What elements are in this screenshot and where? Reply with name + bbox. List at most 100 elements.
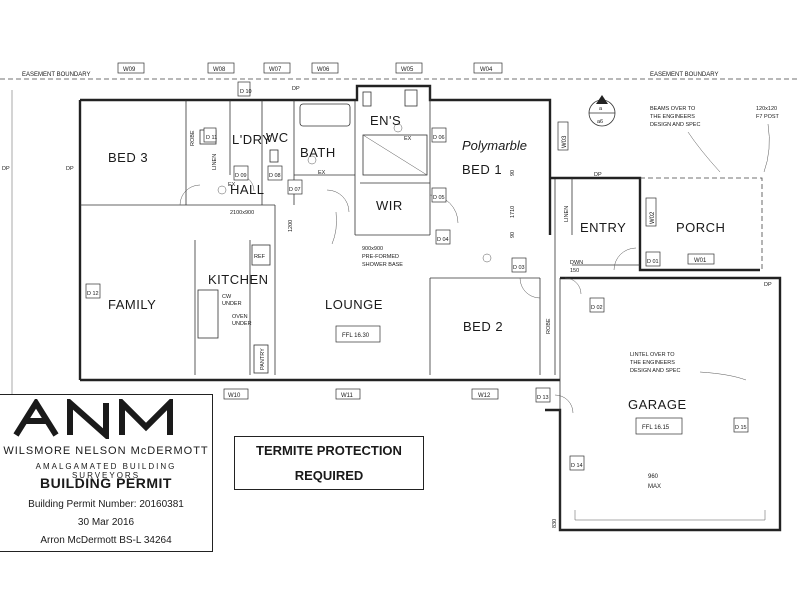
svg-text:2100x900: 2100x900 — [230, 210, 254, 216]
permit-title: BUILDING PERMIT — [40, 475, 172, 491]
firm-subtitle: AMALGAMATED BUILDING SURVEYORS — [35, 462, 177, 480]
svg-text:CW: CW — [222, 294, 232, 300]
room-label-bed2: BED 2 — [463, 319, 503, 334]
svg-text:ROBE: ROBE — [546, 318, 552, 334]
termite-notice: TERMITE PROTECTION REQUIRED — [234, 436, 424, 490]
svg-text:PANTRY: PANTRY — [260, 348, 266, 370]
door-tag: D 04 — [437, 237, 449, 243]
svg-text:EX: EX — [228, 182, 236, 188]
door-tag: D 09 — [235, 173, 247, 179]
annotations: DP DP DP DP DP 2100x900 1200 1710 90 90 … — [2, 86, 780, 528]
room-label-laundry: L'DRY — [232, 132, 271, 147]
door-tag: D 12 — [87, 291, 99, 297]
window-tag: W06 — [317, 67, 330, 73]
door-tag: D 13 — [537, 395, 549, 401]
door-tag: D 14 — [571, 463, 583, 469]
door-swings — [179, 174, 637, 414]
svg-text:LINTEL OVER TO: LINTEL OVER TO — [630, 352, 675, 358]
door-tag: D 03 — [513, 265, 525, 271]
svg-text:BEAMS OVER TO: BEAMS OVER TO — [650, 106, 696, 112]
svg-text:LINEN: LINEN — [212, 154, 218, 170]
room-labels: BED 3 L'DRY WC BATH EN'S BED 1 Polymarbl… — [108, 113, 725, 412]
svg-text:830: 830 — [552, 519, 558, 528]
door-tag: D 02 — [591, 305, 603, 311]
svg-text:LINEN: LINEN — [564, 206, 570, 222]
room-label-bed1: BED 1 — [462, 162, 502, 177]
svg-text:DP: DP — [764, 282, 772, 288]
door-tag: D 11 — [206, 135, 217, 141]
svg-text:DWN: DWN — [570, 260, 583, 266]
svg-text:900x900: 900x900 — [362, 246, 383, 252]
svg-text:a: a — [599, 106, 603, 112]
svg-text:DP: DP — [66, 166, 74, 172]
easement-label-right: EASEMENT BOUNDARY — [650, 72, 718, 78]
svg-text:DP: DP — [2, 166, 10, 172]
svg-text:EX: EX — [404, 136, 412, 142]
svg-text:1200: 1200 — [288, 220, 294, 232]
window-tag: W01 — [694, 258, 707, 264]
ffl-lounge: FFL 16.30 — [342, 333, 370, 339]
door-tags: D 10 D 11 D 09 D 08 D 07 D 06 D 05 D 04 … — [85, 81, 749, 471]
window-tag: W03 — [562, 135, 568, 148]
window-tags-side: W03 W02 W01 W10 W11 W12 — [223, 121, 715, 400]
svg-text:DESIGN AND SPEC: DESIGN AND SPEC — [650, 122, 700, 128]
window-tag: W02 — [650, 211, 656, 224]
svg-text:960: 960 — [648, 474, 659, 480]
window-tag: W07 — [269, 67, 282, 73]
svg-text:REF: REF — [254, 254, 266, 260]
svg-text:THE ENGINEERS: THE ENGINEERS — [650, 114, 695, 120]
svg-text:a6: a6 — [597, 119, 603, 125]
window-tag: W12 — [478, 393, 491, 399]
room-label-garage: GARAGE — [628, 397, 687, 412]
svg-text:THE ENGINEERS: THE ENGINEERS — [630, 360, 675, 366]
svg-text:DP: DP — [594, 172, 602, 178]
permit-signatory: Arron McDermott BS-L 34264 — [40, 535, 172, 546]
termite-notice-line1: TERMITE PROTECTION — [256, 443, 402, 458]
window-tag: W11 — [341, 393, 354, 399]
permit-number: Building Permit Number: 20160381 — [28, 499, 184, 510]
ffl-garage: FFL 16.15 — [642, 425, 670, 431]
door-tag: D 15 — [735, 425, 747, 431]
window-tag: W04 — [480, 67, 493, 73]
svg-text:150: 150 — [570, 268, 579, 274]
fixtures — [197, 89, 492, 374]
svg-text:90: 90 — [510, 170, 516, 176]
room-label-wir: WIR — [376, 198, 403, 213]
room-label-entry: ENTRY — [580, 220, 626, 235]
room-label-family: FAMILY — [108, 297, 156, 312]
permit-date: 30 Mar 2016 — [77, 517, 135, 528]
door-tag: D 06 — [433, 135, 445, 141]
svg-text:DESIGN AND SPEC: DESIGN AND SPEC — [630, 368, 680, 374]
room-label-hall: HALL — [230, 182, 265, 197]
anm-logo — [13, 399, 173, 439]
room-label-kitchen: KITCHEN — [208, 272, 269, 287]
svg-text:90: 90 — [510, 232, 516, 238]
room-label-porch: PORCH — [676, 220, 725, 235]
svg-text:ROBE: ROBE — [190, 130, 196, 146]
svg-text:UNDER: UNDER — [232, 321, 252, 327]
svg-text:F7 POST: F7 POST — [756, 114, 780, 120]
room-label-wc: WC — [266, 130, 289, 145]
door-tag: D 10 — [240, 89, 252, 95]
section-marker: a a6 — [588, 95, 616, 127]
svg-text:EX: EX — [318, 170, 326, 176]
window-tag: W08 — [213, 67, 226, 73]
floor-level-tags: FFL 16.30 FFL 16.15 — [335, 325, 683, 435]
svg-text:SHOWER BASE: SHOWER BASE — [362, 262, 403, 268]
window-tag: W10 — [228, 393, 241, 399]
room-label-bed3: BED 3 — [108, 150, 148, 165]
svg-text:UNDER: UNDER — [222, 301, 242, 307]
window-tags-top: W09 W08 W07 W06 W05 W04 — [117, 62, 503, 74]
svg-text:MAX: MAX — [648, 484, 661, 490]
room-label-lounge: LOUNGE — [325, 297, 383, 312]
leader-arrows — [331, 123, 770, 381]
termite-notice-line2: REQUIRED — [294, 468, 364, 483]
window-tag: W09 — [123, 67, 136, 73]
door-tag: D 08 — [269, 173, 281, 179]
door-tag: D 01 — [647, 259, 659, 265]
handwritten-note: Polymarble — [462, 138, 527, 153]
house-walls — [78, 84, 782, 532]
firm-name: WILSMORE NELSON McDERMOTT — [3, 445, 209, 457]
room-label-bath: BATH — [300, 145, 336, 160]
